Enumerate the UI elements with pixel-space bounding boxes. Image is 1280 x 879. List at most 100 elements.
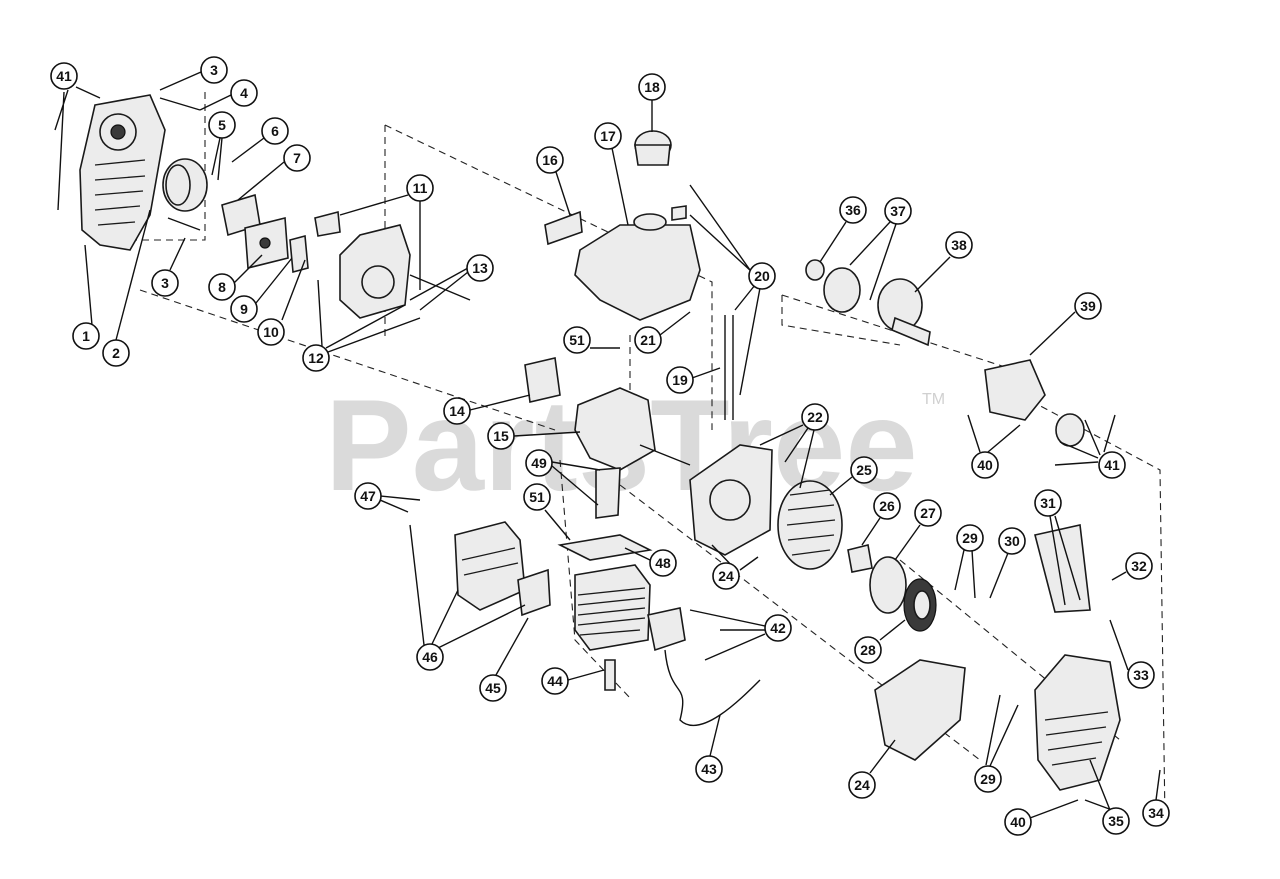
svg-text:25: 25 — [856, 462, 872, 478]
svg-text:45: 45 — [485, 680, 501, 696]
svg-text:20: 20 — [754, 268, 770, 284]
engine-cover-part — [79, 94, 166, 251]
svg-text:32: 32 — [1131, 558, 1147, 574]
callout-27: 27 — [894, 499, 942, 561]
svg-text:5: 5 — [218, 117, 226, 133]
callout-3: 3 — [159, 56, 228, 91]
svg-text:46: 46 — [422, 649, 438, 665]
svg-text:22: 22 — [807, 409, 823, 425]
fuel-tank-part — [544, 130, 734, 420]
callout-51b: 51 — [523, 483, 571, 541]
svg-text:3: 3 — [210, 62, 218, 78]
svg-text:24: 24 — [854, 777, 870, 793]
callout-41b: 41 — [1054, 414, 1126, 479]
svg-text:4: 4 — [240, 85, 248, 101]
svg-text:2: 2 — [112, 345, 120, 361]
svg-text:38: 38 — [951, 237, 967, 253]
callout-7: 7 — [237, 144, 311, 201]
svg-text:48: 48 — [655, 555, 671, 571]
svg-text:51: 51 — [569, 332, 585, 348]
muffler-part — [454, 521, 551, 617]
svg-text:14: 14 — [449, 403, 465, 419]
callout-46: 46 — [409, 524, 526, 671]
crankcase-part — [524, 357, 691, 519]
callout-8: 8 — [208, 254, 263, 301]
callout-15: 15 — [487, 422, 581, 450]
svg-text:12: 12 — [308, 350, 324, 366]
svg-text:19: 19 — [672, 372, 688, 388]
svg-text:35: 35 — [1108, 813, 1124, 829]
svg-text:37: 37 — [890, 203, 906, 219]
svg-text:43: 43 — [701, 761, 717, 777]
svg-text:42: 42 — [770, 620, 786, 636]
svg-text:36: 36 — [845, 202, 861, 218]
callout-18: 18 — [638, 73, 666, 132]
callout-5: 5 — [208, 111, 236, 181]
callout-16: 16 — [536, 146, 571, 216]
svg-text:49: 49 — [531, 455, 547, 471]
callout-17: 17 — [594, 122, 629, 226]
callout-28: 28 — [854, 619, 906, 664]
svg-text:31: 31 — [1040, 495, 1056, 511]
callout-35: 35 — [1084, 759, 1130, 835]
callout-21: 21 — [634, 311, 691, 354]
svg-text:15: 15 — [493, 428, 509, 444]
screws-and-gaskets — [159, 97, 309, 274]
svg-text:29: 29 — [962, 530, 978, 546]
ignition-coil-part — [647, 607, 761, 727]
svg-text:44: 44 — [547, 673, 563, 689]
svg-text:51: 51 — [529, 489, 545, 505]
callout-13: 13 — [409, 254, 494, 311]
cylinder-part — [557, 534, 653, 691]
flywheel-housing-part — [689, 444, 773, 556]
callout-42: 42 — [689, 609, 792, 661]
callout-26: 26 — [861, 492, 901, 546]
callout-labels: 41 3 4 5 6 7 3 8 9 10 1 2 11 13 12 16 17… — [50, 56, 1170, 836]
svg-text:39: 39 — [1080, 298, 1096, 314]
callout-33: 33 — [1109, 619, 1155, 689]
callout-43: 43 — [695, 714, 723, 783]
svg-text:47: 47 — [360, 488, 376, 504]
svg-text:9: 9 — [240, 301, 248, 317]
clutch-assembly-part — [805, 259, 1085, 447]
callout-31: 31 — [1034, 489, 1081, 606]
callout-41: 41 — [50, 62, 101, 211]
callout-36: 36 — [819, 196, 867, 263]
callout-29b: 29 — [974, 694, 1019, 793]
callout-22: 22 — [759, 403, 829, 489]
callout-47: 47 — [354, 482, 421, 513]
callout-40b: 40 — [967, 414, 1021, 479]
callout-39: 39 — [1029, 292, 1102, 356]
svg-text:1: 1 — [82, 328, 90, 344]
svg-text:40: 40 — [977, 457, 993, 473]
callout-24b: 24 — [848, 739, 896, 799]
svg-text:27: 27 — [920, 505, 936, 521]
flywheel-part — [777, 480, 873, 573]
callout-1: 1 — [72, 244, 100, 350]
callout-10: 10 — [257, 259, 306, 346]
svg-text:17: 17 — [600, 128, 616, 144]
svg-text:24: 24 — [718, 568, 734, 584]
callout-3b: 3 — [151, 237, 186, 297]
callout-11: 11 — [339, 174, 434, 290]
svg-text:40: 40 — [1010, 814, 1026, 830]
callout-32: 32 — [1111, 552, 1153, 581]
svg-text:41: 41 — [56, 68, 72, 84]
svg-text:18: 18 — [644, 79, 660, 95]
svg-text:13: 13 — [472, 260, 488, 276]
callout-44: 44 — [541, 667, 605, 695]
callout-6: 6 — [231, 117, 289, 163]
callout-45: 45 — [479, 617, 529, 702]
callout-9: 9 — [230, 257, 293, 323]
callout-20: 20 — [689, 184, 776, 396]
svg-text:7: 7 — [293, 150, 301, 166]
callout-19: 19 — [666, 366, 721, 394]
svg-text:6: 6 — [271, 123, 279, 139]
svg-text:10: 10 — [263, 324, 279, 340]
svg-text:26: 26 — [879, 498, 895, 514]
callout-4: 4 — [199, 79, 258, 111]
svg-text:33: 33 — [1133, 667, 1149, 683]
svg-text:29: 29 — [980, 771, 996, 787]
callout-34: 34 — [1142, 769, 1170, 827]
